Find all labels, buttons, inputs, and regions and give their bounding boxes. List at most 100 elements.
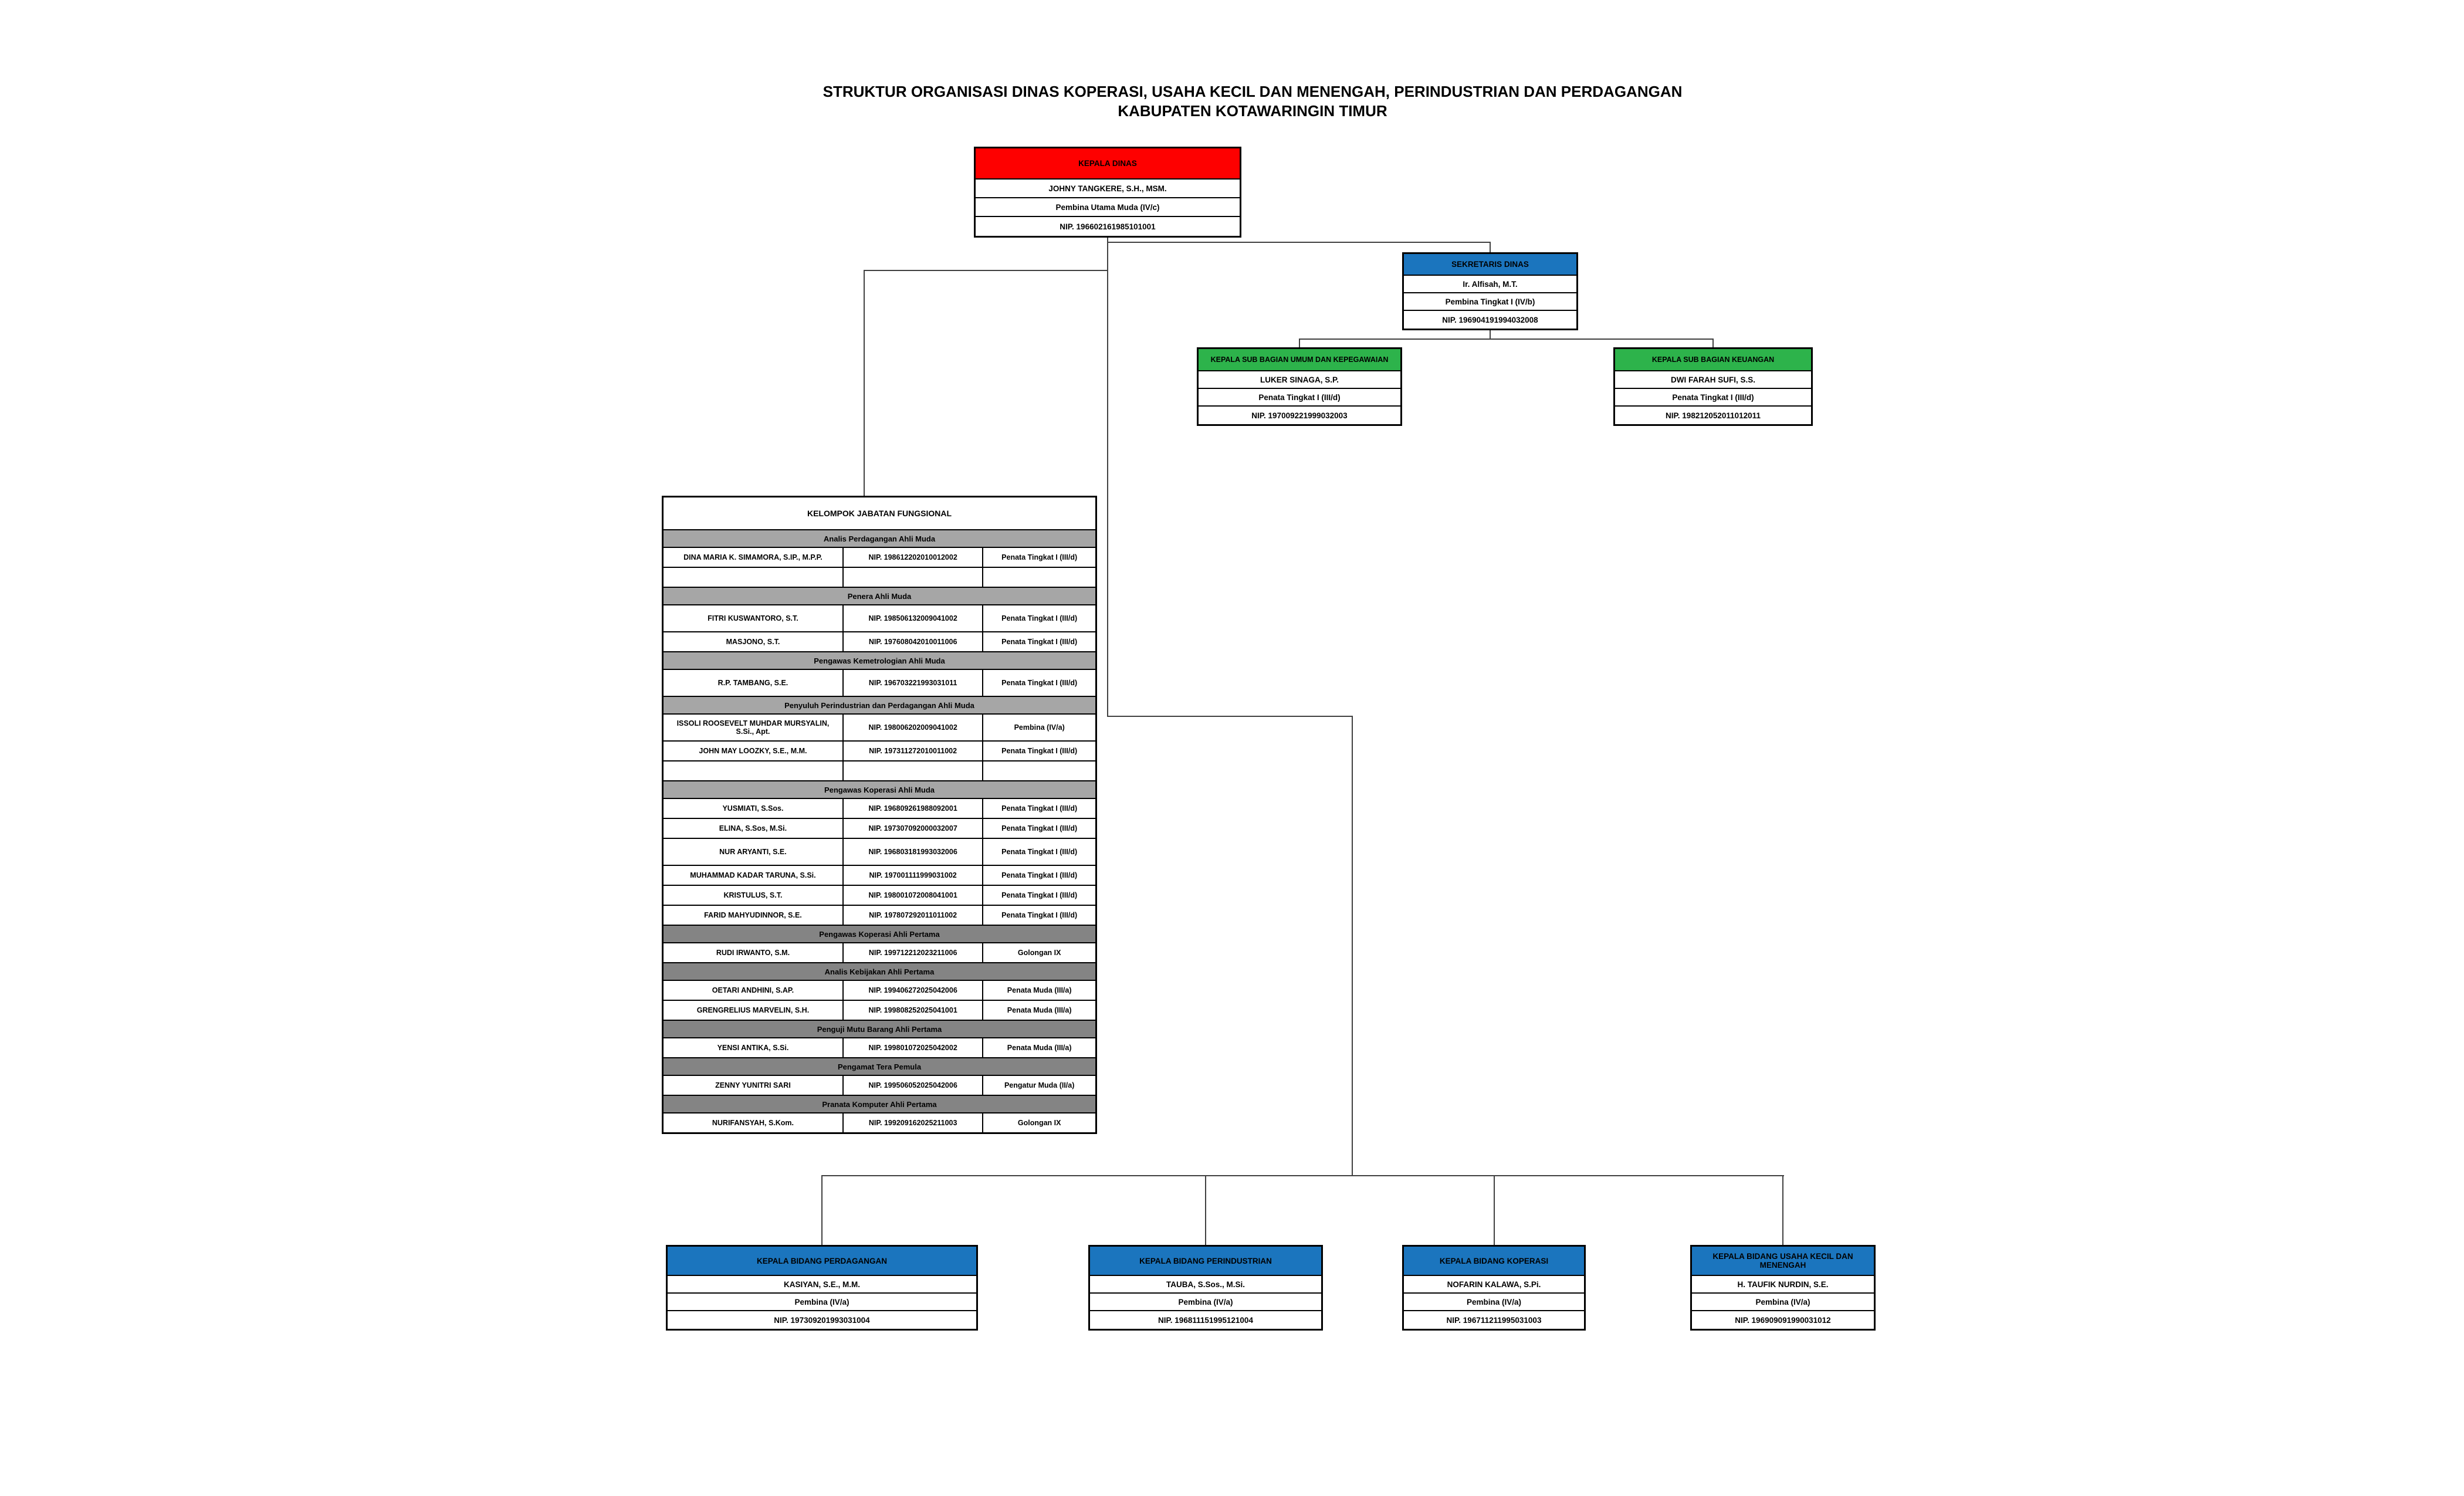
cell-rank: Penata Tingkat I (III/d)	[1001, 747, 1078, 755]
cell-nip: NIP. 199406272025042006	[844, 981, 984, 1000]
kepala-dinas-nip: NIP. 196602161985101001	[1060, 222, 1156, 231]
fungsional-table-row: DINA MARIA K. SIMAMORA, S.IP., M.P.P.NIP…	[664, 548, 1095, 568]
fungsional-section-header: Penera Ahli Muda	[664, 588, 1095, 605]
connector-subbag-horizontal	[1299, 339, 1714, 340]
cell-rank: Golongan IX	[1017, 949, 1061, 957]
box-bidang-perdagangan: KEPALA BIDANG PERDAGANGAN KASIYAN, S.E.,…	[666, 1245, 978, 1331]
connector-subbag-keuangan-drop	[1712, 339, 1714, 347]
fungsional-section-header: Penguji Mutu Barang Ahli Pertama	[664, 1021, 1095, 1038]
cell-nip: NIP. 197608042010011006	[844, 632, 984, 651]
cell-name: KRISTULUS, S.T.	[664, 886, 844, 905]
cell-nip: NIP. 198506132009041002	[844, 605, 984, 631]
connector-fungsional-drop	[864, 270, 865, 496]
cell-rank: Penata Muda (III/a)	[1007, 986, 1072, 994]
bidang-perindustrian-nip: NIP. 196811151995121004	[1158, 1315, 1253, 1325]
fungsional-table-title: KELOMPOK JABATAN FUNGSIONAL	[664, 497, 1095, 530]
cell-rank: Pengatur Muda (II/a)	[1004, 1081, 1075, 1089]
cell-name: YUSMIATI, S.Sos.	[664, 799, 844, 818]
bidang-ukm-rank: Pembina (IV/a)	[1692, 1294, 1874, 1311]
fungsional-section-header: Pengawas Kemetrologian Ahli Muda	[664, 652, 1095, 670]
cell-rank: Penata Tingkat I (III/d)	[1001, 911, 1078, 919]
subbag-umum-name: LUKER SINAGA, S.P.	[1199, 371, 1400, 389]
connector-koperasi-drop	[1494, 1175, 1495, 1245]
connector-to-sekretaris-horizontal	[1107, 242, 1491, 243]
cell-rank: Penata Tingkat I (III/d)	[1001, 891, 1078, 899]
subbag-keuangan-rank: Penata Tingkat I (III/d)	[1615, 389, 1811, 407]
fungsional-section-header: Pengamat Tera Pemula	[664, 1058, 1095, 1076]
fungsional-table-row: NURIFANSYAH, S.Kom.NIP. 1992091620252110…	[664, 1113, 1095, 1132]
cell-name: JOHN MAY LOOZKY, S.E., M.M.	[664, 742, 844, 760]
bidang-perdagangan-nip: NIP. 197309201993031004	[774, 1315, 870, 1325]
box-kepala-dinas: KEPALA DINAS JOHNY TANGKERE, S.H., MSM. …	[974, 147, 1241, 238]
cell-nip: NIP. 199506052025042006	[844, 1076, 984, 1095]
kepala-dinas-rank: Pembina Utama Muda (IV/c)	[976, 198, 1240, 217]
bidang-perdagangan-name: KASIYAN, S.E., M.M.	[668, 1276, 976, 1294]
fungsional-table-row: OETARI ANDHINI, S.AP.NIP. 19940627202504…	[664, 981, 1095, 1001]
fungsional-table-row: R.P. TAMBANG, S.E.NIP. 19670322199303101…	[664, 670, 1095, 697]
cell-name: NURIFANSYAH, S.Kom.	[664, 1113, 844, 1132]
cell-name: DINA MARIA K. SIMAMORA, S.IP., M.P.P.	[664, 548, 844, 567]
connector-sekretaris-drop	[1490, 242, 1491, 252]
cell-nip: NIP. 199808252025041001	[844, 1001, 984, 1020]
box-subbag-umum-kepegawaian: KEPALA SUB BAGIAN UMUM DAN KEPEGAWAIAN L…	[1197, 347, 1402, 426]
cell-name: NUR ARYANTI, S.E.	[664, 839, 844, 865]
cell-nip: NIP. 198612202010012002	[844, 548, 984, 567]
cell-nip: NIP. 197311272010011002	[844, 742, 984, 760]
cell-name: MASJONO, S.T.	[664, 632, 844, 651]
fungsional-table-row: JOHN MAY LOOZKY, S.E., M.M.NIP. 19731127…	[664, 742, 1095, 761]
cell-nip: NIP. 197001111999031002	[844, 866, 984, 885]
bidang-koperasi-rank: Pembina (IV/a)	[1404, 1294, 1584, 1311]
cell-rank: Penata Tingkat I (III/d)	[1001, 638, 1078, 646]
bidang-perindustrian-rank: Pembina (IV/a)	[1090, 1294, 1321, 1311]
cell-rank: Penata Tingkat I (III/d)	[1001, 614, 1078, 622]
cell-name: R.P. TAMBANG, S.E.	[664, 670, 844, 696]
fungsional-table-row: ISSOLI ROOSEVELT MUHDAR MURSYALIN, S.Si.…	[664, 715, 1095, 742]
subbag-keuangan-name: DWI FARAH SUFI, S.S.	[1615, 371, 1811, 389]
fungsional-table-row	[664, 761, 1095, 781]
cell-rank: Penata Tingkat I (III/d)	[1001, 679, 1078, 687]
bidang-perindustrian-name: TAUBA, S.Sos., M.Si.	[1090, 1276, 1321, 1294]
connector-perindustrian-drop	[1205, 1175, 1206, 1245]
connector-trunk-vertical	[1107, 236, 1108, 717]
bidang-ukm-name: H. TAUFIK NURDIN, S.E.	[1692, 1276, 1874, 1294]
connector-jog-horizontal	[1107, 716, 1353, 717]
fungsional-section-header: Analis Kebijakan Ahli Pertama	[664, 963, 1095, 981]
fungsional-section-header: Pengawas Koperasi Ahli Pertama	[664, 926, 1095, 943]
kepala-dinas-title: KEPALA DINAS	[976, 148, 1240, 180]
cell-rank	[983, 568, 1095, 587]
cell-name: MUHAMMAD KADAR TARUNA, S.Si.	[664, 866, 844, 885]
cell-nip: NIP. 197807292011011002	[844, 906, 984, 925]
cell-rank: Penata Tingkat I (III/d)	[1001, 804, 1078, 813]
connector-ukm-drop	[1782, 1175, 1783, 1245]
bidang-perindustrian-title: KEPALA BIDANG PERINDUSTRIAN	[1090, 1247, 1321, 1276]
sekretaris-nip: NIP. 196904191994032008	[1442, 315, 1538, 324]
cell-nip: NIP. 199712212023211006	[844, 943, 984, 962]
cell-name: FARID MAHYUDINNOR, S.E.	[664, 906, 844, 925]
cell-nip: NIP. 198001072008041001	[844, 886, 984, 905]
fungsional-section-header: Pranata Komputer Ahli Pertama	[664, 1096, 1095, 1113]
cell-name	[664, 761, 844, 780]
connector-sekretaris-down	[1490, 329, 1491, 339]
box-subbag-keuangan: KEPALA SUB BAGIAN KEUANGAN DWI FARAH SUF…	[1613, 347, 1813, 426]
cell-nip: NIP. 199209162025211003	[844, 1113, 984, 1132]
bidang-perdagangan-rank: Pembina (IV/a)	[668, 1294, 976, 1311]
bidang-ukm-nip: NIP. 196909091990031012	[1735, 1315, 1831, 1325]
subbag-umum-title: KEPALA SUB BAGIAN UMUM DAN KEPEGAWAIAN	[1199, 349, 1400, 371]
cell-name: ZENNY YUNITRI SARI	[664, 1076, 844, 1095]
bidang-koperasi-title: KEPALA BIDANG KOPERASI	[1404, 1247, 1584, 1276]
cell-rank: Penata Tingkat I (III/d)	[1001, 553, 1078, 561]
connector-subbag-umum-drop	[1299, 339, 1300, 347]
cell-rank: Penata Muda (III/a)	[1007, 1044, 1072, 1052]
cell-nip: NIP. 196703221993031011	[844, 670, 984, 696]
box-sekretaris-dinas: SEKRETARIS DINAS Ir. Alfisah, M.T. Pembi…	[1402, 252, 1578, 330]
subbag-keuangan-title: KEPALA SUB BAGIAN KEUANGAN	[1615, 349, 1811, 371]
box-bidang-perindustrian: KEPALA BIDANG PERINDUSTRIAN TAUBA, S.Sos…	[1088, 1245, 1323, 1331]
cell-nip	[844, 568, 984, 587]
cell-rank: Golongan IX	[1017, 1119, 1061, 1127]
cell-rank: Penata Tingkat I (III/d)	[1001, 824, 1078, 832]
connector-bidang-horizontal	[821, 1175, 1784, 1176]
cell-nip: NIP. 196809261988092001	[844, 799, 984, 818]
subbag-umum-rank: Penata Tingkat I (III/d)	[1199, 389, 1400, 407]
